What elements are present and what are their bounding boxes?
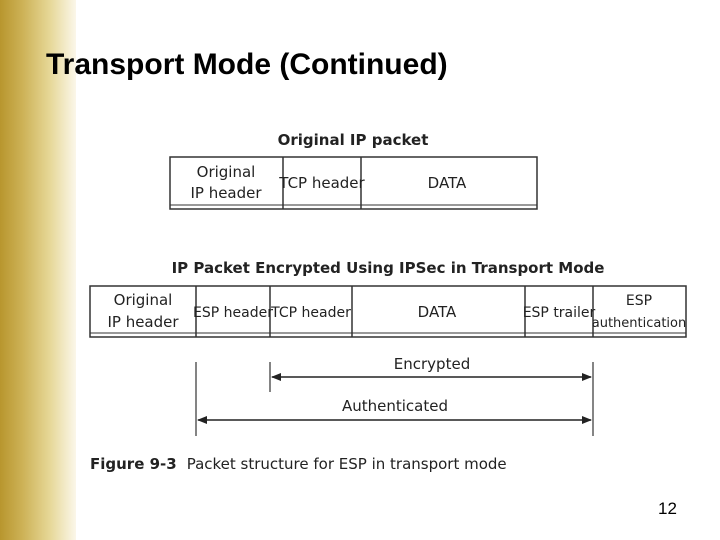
- cell-original-ip-header-line1: Original: [197, 163, 256, 181]
- cell-esp-trailer: ESP trailer: [523, 305, 596, 321]
- cell-original-ip-header-line2: IP header: [190, 184, 262, 202]
- cell-tcp-header: TCP header: [278, 174, 365, 192]
- original-packet-title: Original IP packet: [278, 131, 429, 149]
- figure-caption: Figure 9-3 Packet structure for ESP in tr…: [90, 455, 507, 473]
- encrypted-packet-row: Original IP header ESP header TCP header…: [89, 285, 687, 338]
- slide-title: Transport Mode (Continued): [46, 48, 448, 81]
- figure-caption-text: Packet structure for ESP in transport mo…: [186, 455, 507, 473]
- authenticated-label: Authenticated: [342, 397, 448, 415]
- cell-original-ip-header-line1: Original: [114, 291, 173, 309]
- encrypted-label: Encrypted: [394, 355, 470, 373]
- decorative-side-bar: [0, 0, 76, 540]
- cell-data: DATA: [428, 174, 467, 192]
- cell-tcp-header: TCP header: [270, 305, 351, 321]
- page-number: 12: [658, 499, 677, 518]
- cell-data: DATA: [418, 303, 457, 321]
- cell-original-ip-header-line2: IP header: [107, 313, 179, 331]
- cell-esp-header: ESP header: [193, 305, 273, 321]
- cell-esp-authentication-line2: authentication: [592, 316, 687, 331]
- original-packet-row: Original IP header TCP header DATA: [169, 156, 538, 210]
- cell-esp-authentication-line1: ESP: [626, 293, 652, 309]
- figure-number: Figure 9-3: [90, 455, 177, 473]
- encrypted-packet-title: IP Packet Encrypted Using IPSec in Trans…: [172, 259, 605, 277]
